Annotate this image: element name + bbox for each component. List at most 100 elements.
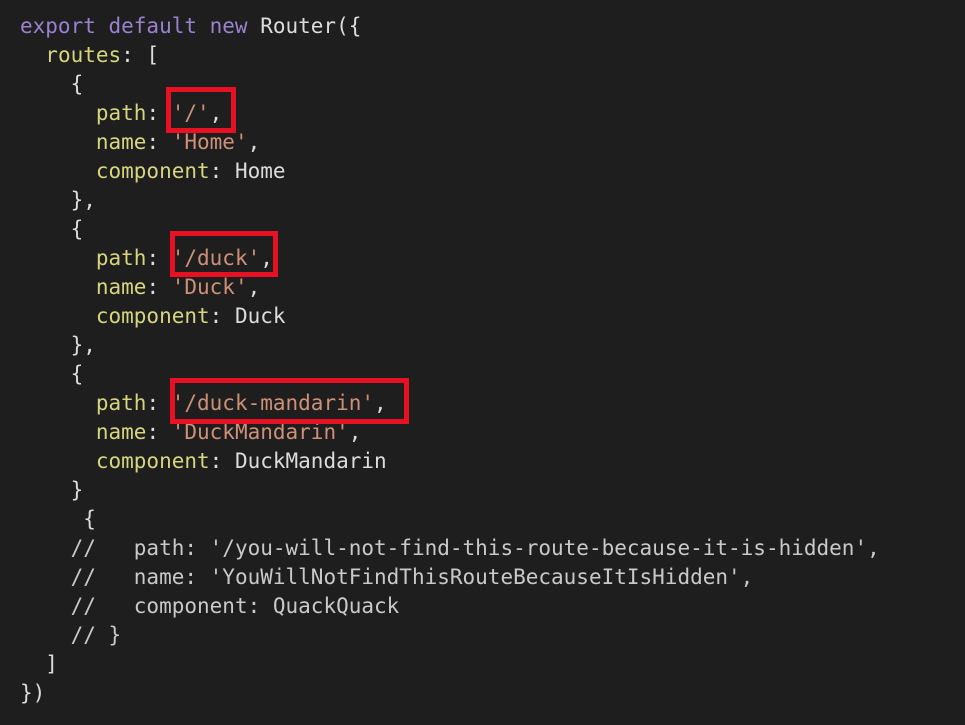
- comment-token: // name: 'YouWillNotFindThisRouteBecause…: [70, 565, 754, 589]
- code-text: ,: [348, 420, 362, 444]
- code-line-13: {: [20, 360, 84, 389]
- property-token: path: [95, 391, 147, 415]
- code-line-11: component: Duck: [20, 302, 286, 331]
- indent: [20, 478, 71, 502]
- indent: [20, 101, 96, 125]
- code-line-17: }: [20, 476, 84, 505]
- comment-token: // }: [70, 623, 122, 647]
- property-token: component: [95, 304, 210, 328]
- code-line-2: routes: [: [20, 41, 159, 70]
- code-text: },: [70, 188, 96, 212]
- property-token: path: [95, 246, 147, 270]
- code-text: DuckMandarin: [234, 449, 387, 473]
- code-line-20: // name: 'YouWillNotFindThisRouteBecause…: [20, 563, 754, 592]
- code-text: ,: [260, 246, 273, 270]
- code-line-10: name: 'Duck',: [20, 273, 260, 302]
- code-line-15: name: 'DuckMandarin',: [20, 418, 362, 447]
- code-line-24: }): [20, 679, 45, 708]
- property-token: name: [95, 420, 147, 444]
- code-line-14: path: '/duck-mandarin',: [20, 389, 387, 418]
- indent: [20, 362, 71, 386]
- code-line-4: path: '/',: [20, 99, 222, 128]
- property-token: component: [95, 159, 210, 183]
- separator: :: [146, 130, 172, 154]
- code-line-16: component: DuckMandarin: [20, 447, 387, 476]
- code-text: : [: [121, 43, 160, 67]
- string-token: 'Home': [171, 130, 248, 154]
- indent: [20, 275, 96, 299]
- code-line-21: // component: QuackQuack: [20, 592, 400, 621]
- code-text: Duck: [234, 304, 286, 328]
- code-text: Home: [234, 159, 286, 183]
- code-line-5: name: 'Home',: [20, 128, 260, 157]
- separator: :: [146, 275, 172, 299]
- comment-token: // component: QuackQuack: [70, 594, 400, 618]
- property-token: component: [95, 449, 210, 473]
- code-text: ,: [209, 101, 223, 125]
- code-line-6: component: Home: [20, 157, 286, 186]
- property-token: routes: [45, 43, 122, 67]
- separator: :: [146, 101, 172, 125]
- string-token: '/duck-mandarin': [171, 391, 375, 415]
- highlight-box-path-duck-mandarin: [170, 378, 409, 424]
- code-line-12: },: [20, 331, 96, 360]
- separator: :: [209, 159, 235, 183]
- highlight-box-path-duck: [170, 231, 278, 277]
- indent: [20, 420, 96, 444]
- indent: [20, 43, 45, 67]
- separator: :: [146, 391, 172, 415]
- indent: [20, 246, 96, 270]
- separator: :: [209, 449, 235, 473]
- property-token: name: [95, 130, 147, 154]
- indent: [20, 594, 71, 618]
- code-text: ]: [45, 652, 58, 676]
- code-text: ,: [247, 130, 261, 154]
- indent: [20, 652, 45, 676]
- code-text: Router({: [247, 14, 362, 38]
- code-line-1: export default new Router({: [20, 12, 361, 41]
- code-line-7: },: [20, 186, 96, 215]
- code-line-3: {: [20, 70, 84, 99]
- code-line-18: {: [20, 505, 96, 534]
- code-line-23: ]: [20, 650, 58, 679]
- separator: :: [209, 304, 235, 328]
- string-token: 'Duck': [171, 275, 248, 299]
- code-text: }: [70, 478, 84, 502]
- separator: :: [146, 246, 172, 270]
- code-text: ,: [374, 391, 387, 415]
- code-text: {: [83, 507, 96, 531]
- indent: [20, 391, 96, 415]
- property-token: path: [95, 101, 147, 125]
- indent: [20, 217, 71, 241]
- indent: [20, 623, 71, 647]
- keyword-token: export default new: [20, 14, 248, 38]
- code-text: }): [20, 681, 46, 705]
- indent: [20, 565, 71, 589]
- property-token: name: [95, 275, 147, 299]
- indent: [20, 130, 96, 154]
- string-token: '/duck': [171, 246, 261, 270]
- code-line-9: path: '/duck',: [20, 244, 273, 273]
- indent: [20, 159, 96, 183]
- code-line-19: // path: '/you-will-not-find-this-route-…: [20, 534, 880, 563]
- code-text: {: [70, 217, 84, 241]
- indent: [20, 507, 83, 531]
- comment-token: // path: '/you-will-not-find-this-route-…: [70, 536, 880, 560]
- code-text: {: [70, 362, 84, 386]
- indent: [20, 333, 71, 357]
- code-line-8: {: [20, 215, 84, 244]
- indent: [20, 304, 96, 328]
- code-text: {: [70, 72, 84, 96]
- indent: [20, 536, 71, 560]
- highlight-box-path-root: [166, 87, 236, 133]
- indent: [20, 72, 71, 96]
- separator: :: [146, 420, 172, 444]
- code-text: },: [70, 333, 96, 357]
- code-line-22: // }: [20, 621, 122, 650]
- string-token: '/': [171, 101, 210, 125]
- indent: [20, 449, 96, 473]
- code-text: ,: [247, 275, 261, 299]
- string-token: 'DuckMandarin': [171, 420, 349, 444]
- indent: [20, 188, 71, 212]
